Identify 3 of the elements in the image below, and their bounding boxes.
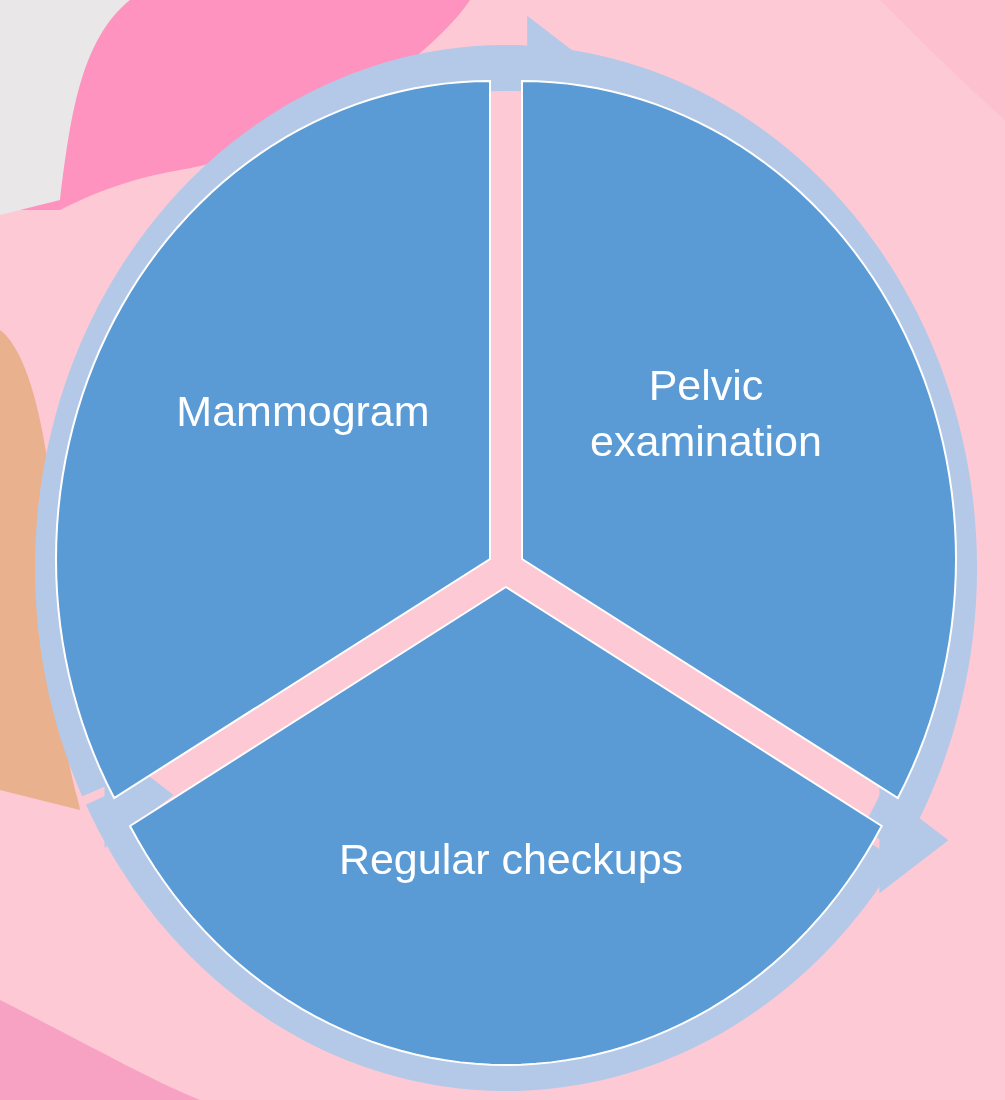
segment-label: Pelvic examination (589, 360, 823, 467)
segment-label: Regular checkups (337, 834, 685, 886)
segment-label: Mammogram (175, 386, 431, 438)
